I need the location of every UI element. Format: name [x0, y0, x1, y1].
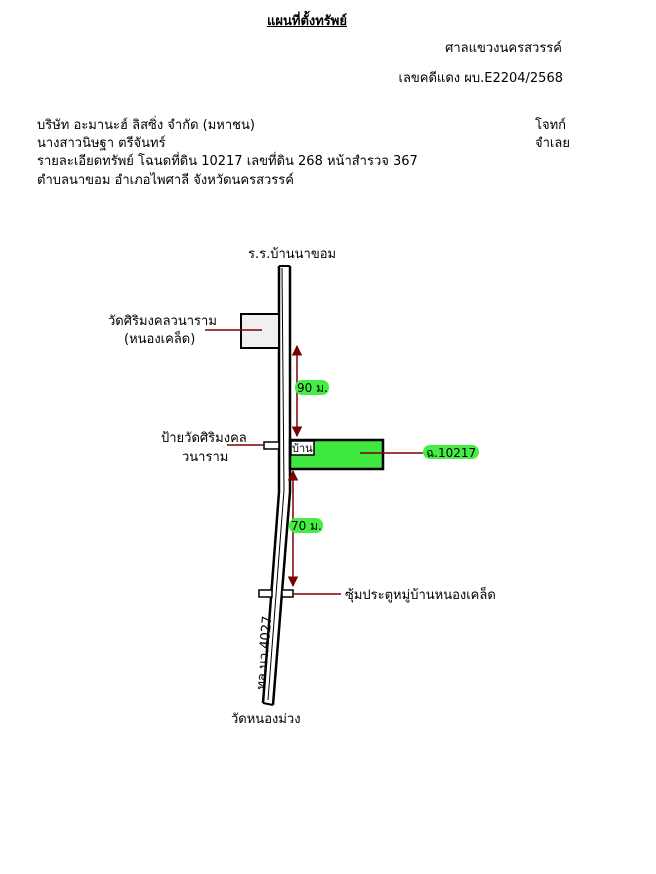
distance-north-highlight: [295, 380, 329, 395]
parcel-label: ฉ.10217: [426, 446, 476, 460]
sign-label-line1: ป้ายวัดศิริมงคล: [161, 431, 247, 446]
sign-label-line2: วนาราม: [182, 450, 228, 465]
temple-box: [240, 313, 280, 349]
defendant-name: นางสาวนิษฐา ตรีจันทร์: [37, 136, 166, 151]
village-gate-label: ซุ้มประตูหมู่บ้านหนองเคล็ด: [345, 585, 496, 603]
sign-post: [263, 441, 280, 450]
distance-south-label: 70 ม.: [291, 519, 322, 533]
house-box: [290, 440, 315, 456]
parcel-plot: [288, 438, 385, 471]
distance-south-highlight: [289, 518, 323, 533]
gate-right-post: [281, 589, 294, 598]
plaintiff-role: โจทก์: [535, 118, 567, 133]
road-name-label: ทล.นว.4027: [254, 615, 275, 690]
temple-label-line2: (หนองเคล็ด): [124, 329, 195, 347]
page-title: แผนที่ตั้งทรัพย์: [267, 14, 347, 29]
property-details: รายละเอียดทรัพย์ โฉนดที่ดิน 10217 เลขที่…: [37, 154, 418, 169]
gate-left-post: [258, 589, 273, 598]
defendant-role: จำเลย: [535, 136, 570, 151]
plaintiff-name: บริษัท อะมานะฮ์ ลิสซิ่ง จำกัด (มหาชน): [37, 118, 255, 133]
property-location: ตำบลนาขอม อำเภอไพศาลี จังหวัดนครสวรรค์: [37, 173, 294, 188]
north-end-label: ร.ร.บ้านนาขอม: [248, 247, 336, 262]
house-label: บ้าน: [292, 442, 313, 455]
south-end-label: วัดหนองม่วง: [231, 712, 301, 727]
distance-north-label: 90 ม.: [297, 381, 328, 395]
parcel-label-highlight: [423, 445, 479, 459]
court-name: ศาลแขวงนครสวรรค์: [445, 41, 562, 56]
temple-label-line1: วัดศิริมงคลวนาราม: [108, 314, 217, 329]
case-number: เลขคดีแดง ผบ.E2204/2568: [398, 71, 564, 86]
